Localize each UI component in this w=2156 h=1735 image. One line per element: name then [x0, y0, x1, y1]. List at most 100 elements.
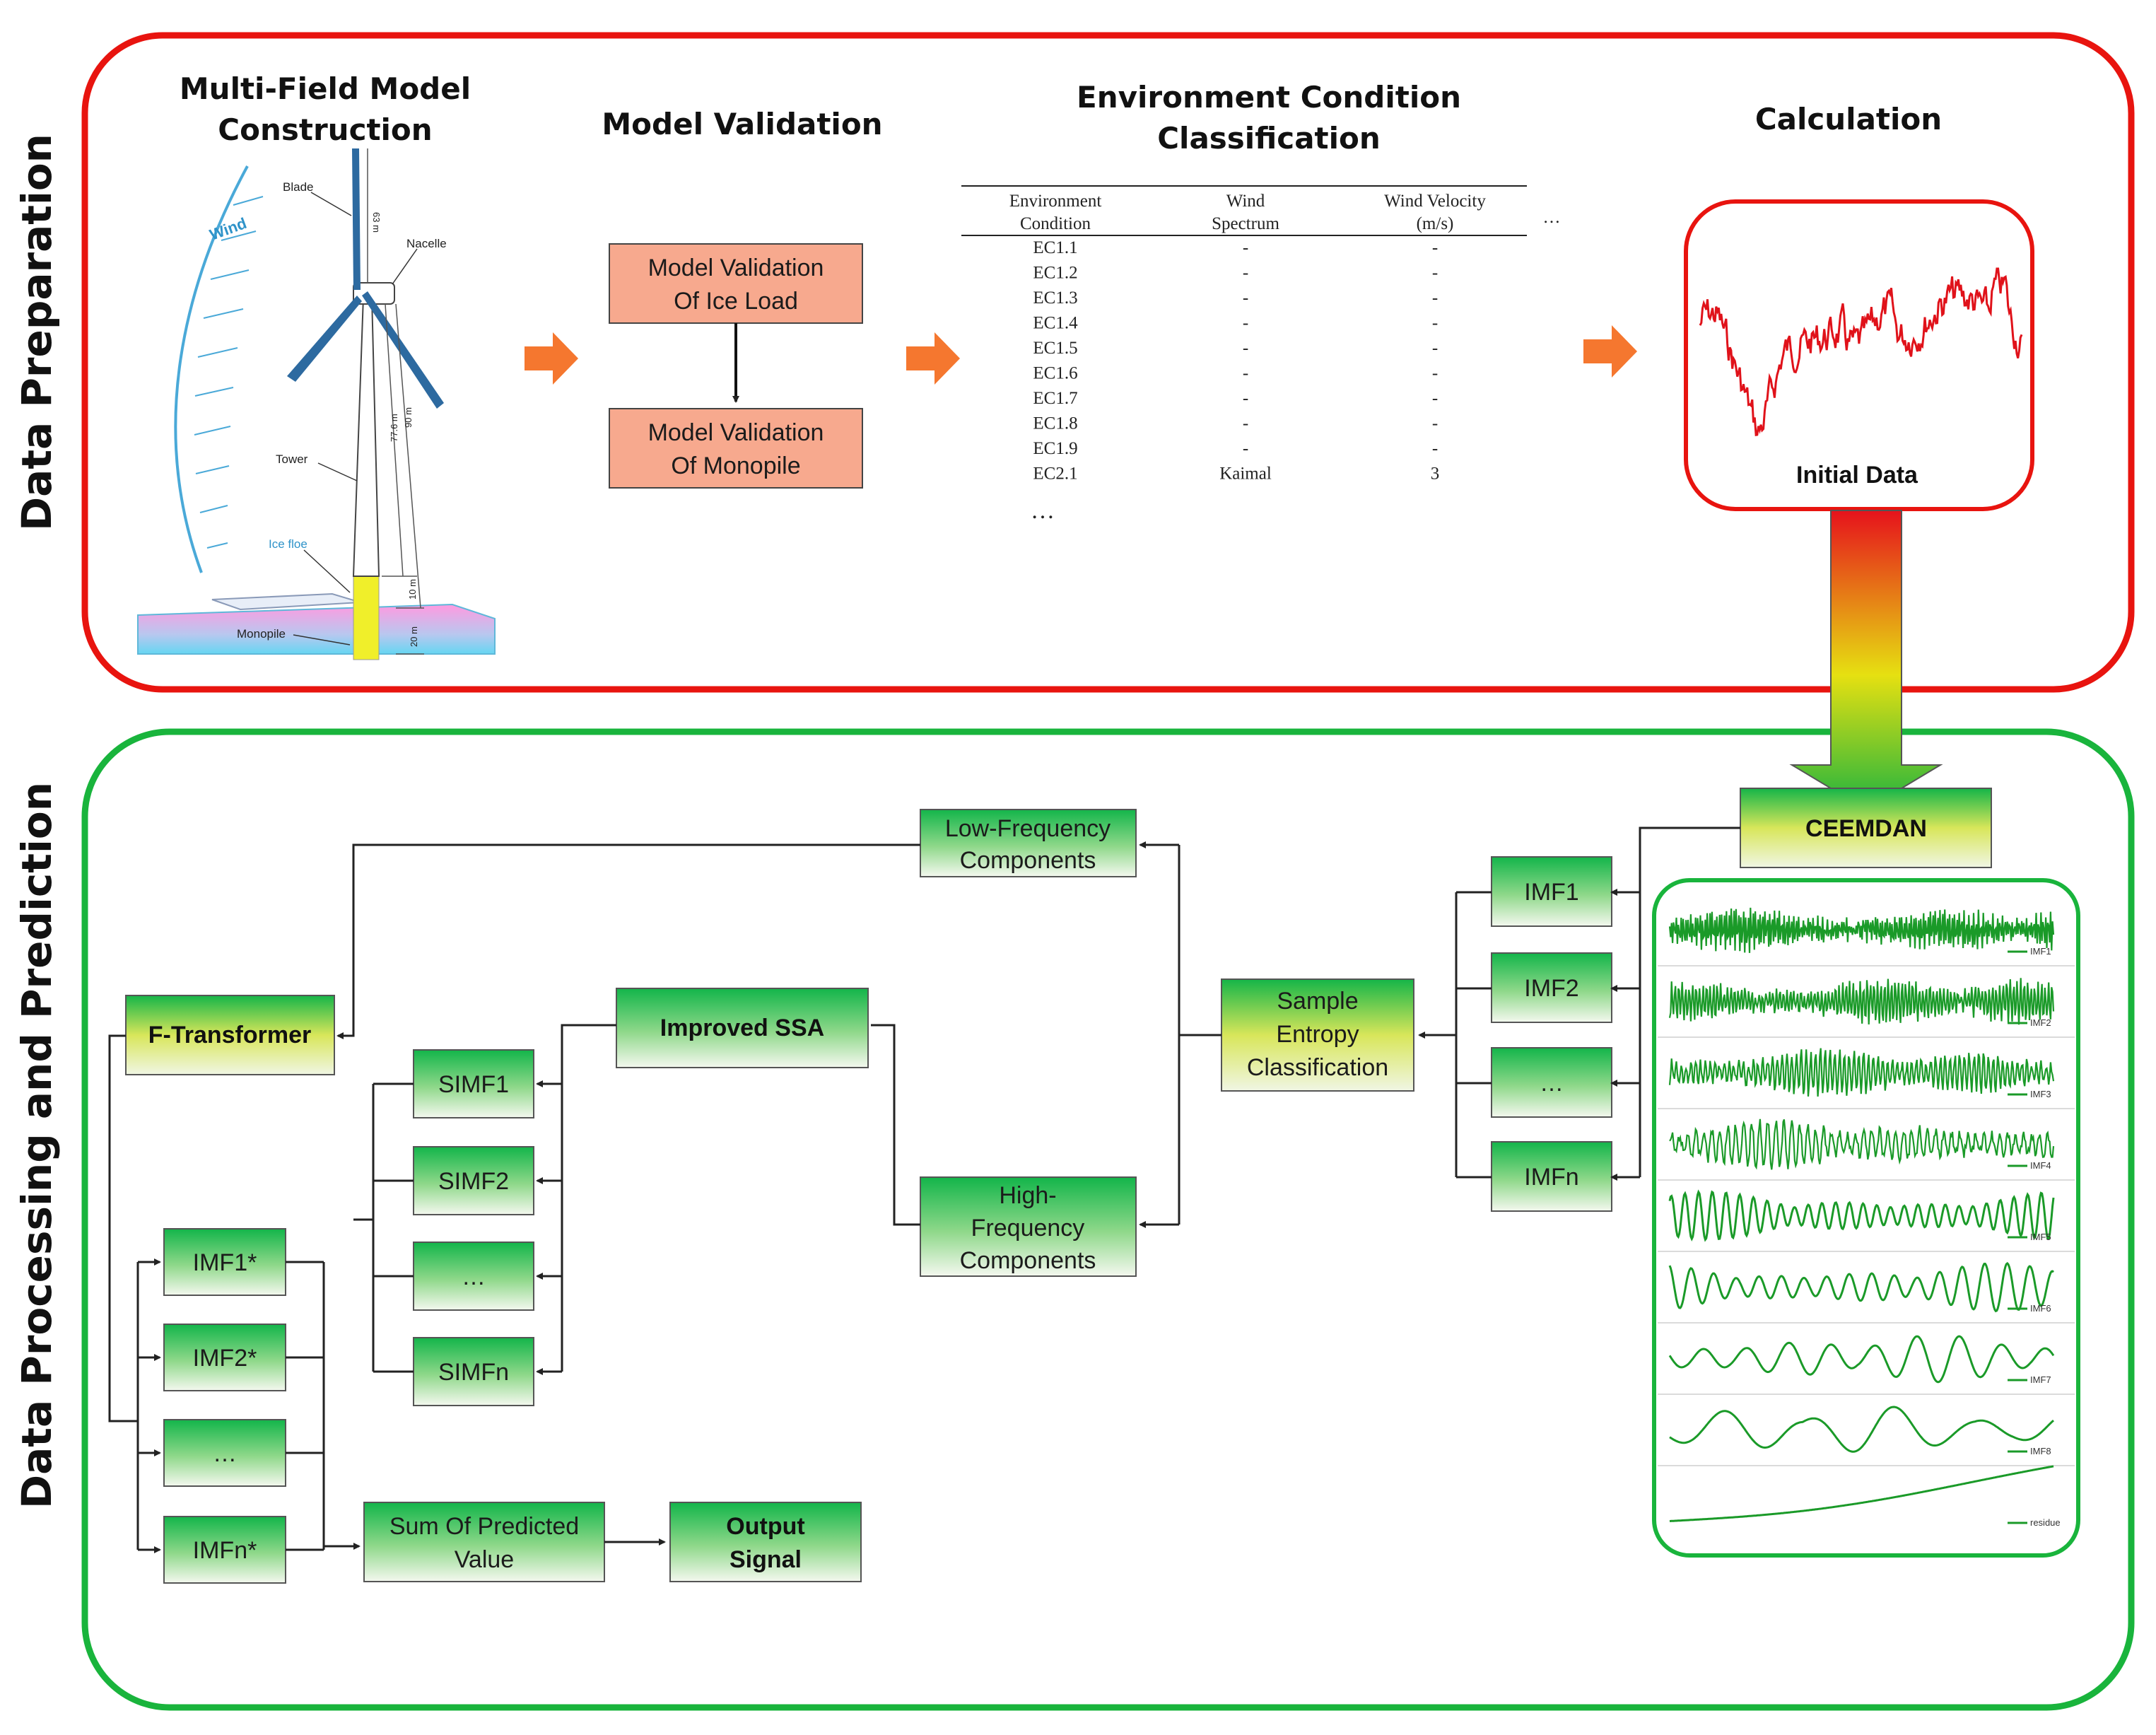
imf-legend-label: IMF2	[2030, 1017, 2051, 1028]
monopile-shape	[353, 576, 380, 660]
sum-predicted-box	[363, 1502, 605, 1582]
imf-box	[1491, 1047, 1612, 1118]
table-cell: -	[1432, 364, 1438, 383]
imfstar-to-sum-wires	[286, 1261, 361, 1551]
imf-waveform	[1669, 1118, 2055, 1170]
table-cell: EC1.1	[1033, 238, 1077, 257]
ice-floe-label: Ice floe	[269, 537, 307, 551]
validation-box-monopile	[609, 408, 863, 489]
sum-predicted-line1: Sum Of Predicted	[389, 1513, 579, 1540]
imf-legend-label: IMF8	[2030, 1446, 2051, 1456]
imf-legend-label: residue	[2030, 1517, 2061, 1528]
simf-label: …	[462, 1263, 486, 1290]
high-frequency-line1: High-	[999, 1182, 1056, 1209]
imf-waveform	[1668, 907, 2055, 953]
table-header-cell: Condition	[1020, 214, 1091, 233]
high-frequency-line3: Components	[960, 1247, 1096, 1274]
dimension-20m: 20 m	[409, 626, 419, 647]
table-more-rows: …	[1031, 498, 1055, 524]
imf-label: IMFn	[1524, 1164, 1578, 1191]
f-transformer-box	[125, 995, 335, 1075]
table-cell: -	[1432, 339, 1438, 358]
imf-label: IMF1	[1524, 879, 1578, 906]
data-processing-frame	[81, 728, 2135, 1711]
table-cell: -	[1243, 439, 1248, 458]
data-preparation-frame	[81, 32, 2135, 693]
output-signal-line2: Signal	[730, 1546, 802, 1573]
table-cell: -	[1243, 339, 1248, 358]
table-header-cell: Spectrum	[1212, 214, 1279, 233]
blade-up	[352, 148, 361, 290]
table-cell: -	[1243, 264, 1248, 283]
imf-star-label: …	[213, 1440, 237, 1467]
to-f-transformer-wires	[336, 843, 920, 1373]
turbine-callouts	[293, 192, 418, 645]
imf-waveform	[1669, 1465, 2054, 1522]
table-cell: EC1.6	[1033, 364, 1077, 383]
validation-ice-load-line2: Of Ice Load	[674, 288, 798, 315]
section-label-preparation: Data Preparation	[13, 134, 61, 531]
wind-turbine-illustration: Wind 63 m 77.6 m 90 m 10 m 20 m	[137, 148, 496, 660]
simf-box	[413, 1146, 534, 1215]
imf-legend-label: IMF3	[2030, 1089, 2051, 1099]
imf-waveform	[1668, 978, 2055, 1025]
table-cell: EC1.3	[1033, 288, 1077, 308]
wind-arrows-icon	[194, 196, 264, 549]
ceemdan-to-imf-wires	[1610, 826, 1740, 1181]
calculation-title: Calculation	[1755, 102, 1942, 136]
table-header-cell: Wind	[1226, 192, 1265, 211]
imf-legend-label: IMF7	[2030, 1374, 2051, 1385]
monopile-label: Monopile	[237, 627, 286, 641]
ice-floe-shape	[211, 592, 361, 611]
blade-label: Blade	[283, 180, 313, 194]
low-frequency-line2: Components	[960, 847, 1096, 874]
table-cell: -	[1432, 314, 1438, 333]
imf-box	[1491, 856, 1612, 927]
simf-label: SIMF2	[438, 1168, 509, 1195]
imf-label: …	[1540, 1070, 1564, 1097]
table-cell: EC1.5	[1033, 339, 1077, 358]
entropy-to-components-wires	[1139, 841, 1221, 1228]
low-frequency-box	[920, 809, 1137, 877]
tower-label: Tower	[276, 452, 308, 466]
output-signal-line1: Output	[726, 1513, 804, 1540]
high-frequency-line2: Frequency	[971, 1215, 1085, 1242]
imf-waveform	[1668, 1189, 2055, 1242]
section-label-processing: Data Processing and Prediction	[13, 782, 61, 1509]
ceemdan-label: CEEMDAN	[1805, 815, 1927, 842]
table-cell: -	[1243, 364, 1248, 383]
validation-box-ice-load	[609, 243, 863, 324]
flow-arrow-2	[906, 332, 960, 385]
model-validation-title: Model Validation	[602, 107, 882, 141]
table-cell: -	[1243, 314, 1248, 333]
dimension-90m: 90 m	[403, 407, 414, 428]
imf-box	[1491, 1141, 1612, 1212]
imf-waveform	[1668, 1335, 2055, 1384]
table-cell: EC1.9	[1033, 439, 1077, 458]
table-cell: -	[1243, 389, 1248, 408]
classification-title-2: Classification	[1157, 121, 1381, 156]
table-cell: EC1.2	[1033, 264, 1077, 283]
table-cell: -	[1432, 414, 1438, 433]
imf-to-entropy-wires	[1418, 891, 1492, 1179]
table-cell: EC1.8	[1033, 414, 1077, 433]
imf-star-label: IMF2*	[193, 1345, 257, 1372]
table-cell: Kaimal	[1219, 465, 1272, 484]
validation-monopile-line2: Of Monopile	[671, 452, 800, 479]
wind-profile-curve	[174, 165, 249, 573]
table-cell: -	[1432, 264, 1438, 283]
table-cell: EC1.7	[1033, 389, 1077, 408]
table-cell: -	[1432, 439, 1438, 458]
model-construction-title-2: Construction	[218, 112, 432, 147]
table-cell: 3	[1431, 465, 1440, 484]
sum-predicted-line2: Value	[455, 1546, 514, 1573]
dimension-10m: 10 m	[407, 579, 418, 600]
initial-data-box	[1684, 199, 2034, 511]
dimension-77-6m: 77.6 m	[389, 414, 399, 442]
flow-arrow-3	[1583, 325, 1637, 378]
table-cell: EC1.4	[1033, 314, 1078, 333]
imf-label: IMF2	[1524, 975, 1578, 1002]
sample-entropy-box	[1221, 979, 1414, 1092]
validation-ice-load-line1: Model Validation	[648, 255, 824, 281]
simf-label: SIMFn	[438, 1359, 509, 1386]
